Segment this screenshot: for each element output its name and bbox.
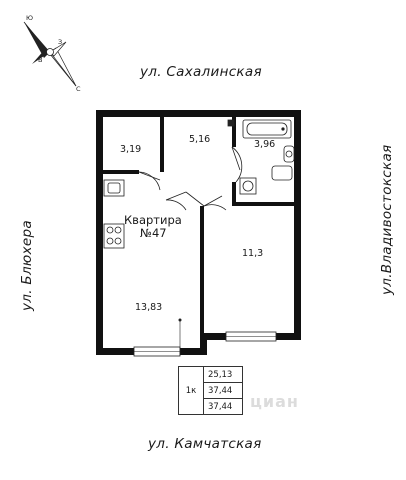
compass-letter-s: Ю bbox=[26, 14, 33, 22]
street-top: ул. Сахалинская bbox=[140, 64, 262, 80]
room-hall-area: 5,16 bbox=[189, 134, 210, 145]
compass: Ю З В С bbox=[23, 14, 81, 92]
inner-walls bbox=[103, 117, 294, 336]
bathroom-fixtures bbox=[227, 119, 295, 195]
room-bathroom-area: 3,96 bbox=[254, 139, 275, 150]
door-swings bbox=[138, 146, 243, 211]
windows bbox=[133, 318, 277, 357]
living-area: 25,13 bbox=[203, 366, 243, 383]
room-count: 1к bbox=[178, 366, 204, 415]
apartment-label: Квартира bbox=[124, 213, 182, 227]
area-table: 1к 25,13 37,44 37,44 bbox=[178, 366, 243, 415]
room-storage-area: 3,19 bbox=[120, 144, 141, 155]
compass-letter-e: В bbox=[38, 56, 42, 64]
kitchen-fixtures bbox=[103, 179, 125, 249]
total-area: 37,44 bbox=[203, 382, 243, 399]
watermark-logo: циан bbox=[250, 392, 299, 411]
room-kitchen-living-area: 13,83 bbox=[135, 302, 162, 313]
compass-letter-n: С bbox=[76, 85, 81, 92]
compass-rose-icon bbox=[23, 21, 77, 87]
street-bottom: ул. Камчатская bbox=[148, 436, 262, 452]
apartment-number: №47 bbox=[140, 226, 167, 240]
total-area-balcony: 37,44 bbox=[203, 398, 243, 415]
compass-letter-w: З bbox=[58, 38, 62, 46]
room-bedroom-area: 11,3 bbox=[242, 248, 263, 259]
